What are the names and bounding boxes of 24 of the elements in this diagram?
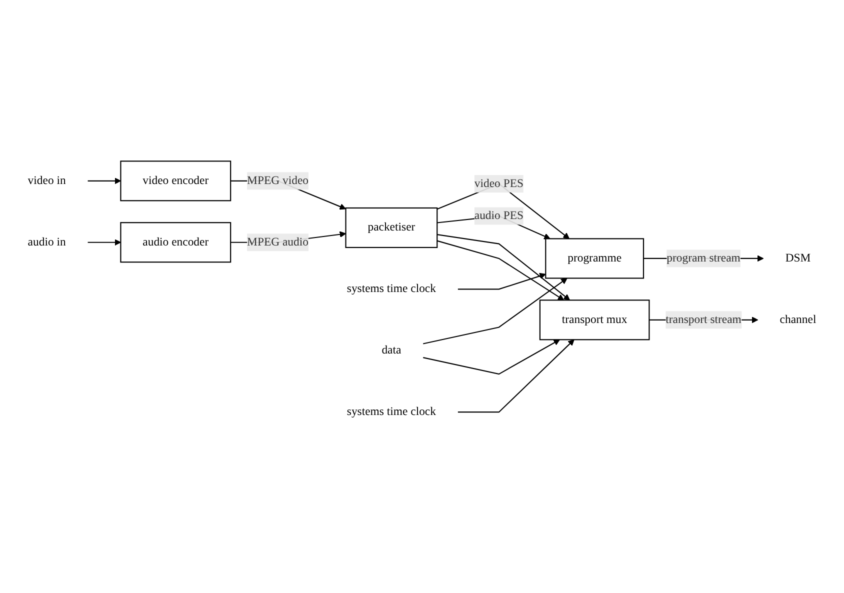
node-text: DSM	[785, 252, 811, 264]
arrow	[423, 278, 568, 344]
edge-label: MPEG audio	[247, 236, 308, 248]
node-box: video encoder	[120, 160, 232, 202]
arrow	[88, 178, 121, 184]
edge-label: MPEG video	[247, 174, 308, 187]
node-text: audio in	[28, 236, 66, 248]
node-text: systems time clock	[346, 282, 436, 296]
node-text: channel	[780, 313, 816, 326]
node-box: transport mux	[539, 300, 650, 340]
edge-label: program stream	[666, 252, 740, 264]
node-text: video in	[28, 174, 66, 187]
node-text: data	[382, 344, 402, 356]
arrow	[88, 239, 121, 246]
node-text: systems time clock	[346, 406, 436, 418]
arrow	[423, 339, 560, 375]
arrow	[458, 272, 546, 290]
node-box: packetiser	[345, 207, 438, 248]
edge-label: audio PES	[474, 209, 524, 222]
edge-label: transport stream	[666, 313, 742, 326]
node-box: programme	[545, 238, 644, 279]
edge-label: video PES	[474, 177, 524, 190]
node-box: audio encoder	[120, 222, 232, 263]
arrow	[458, 339, 574, 413]
